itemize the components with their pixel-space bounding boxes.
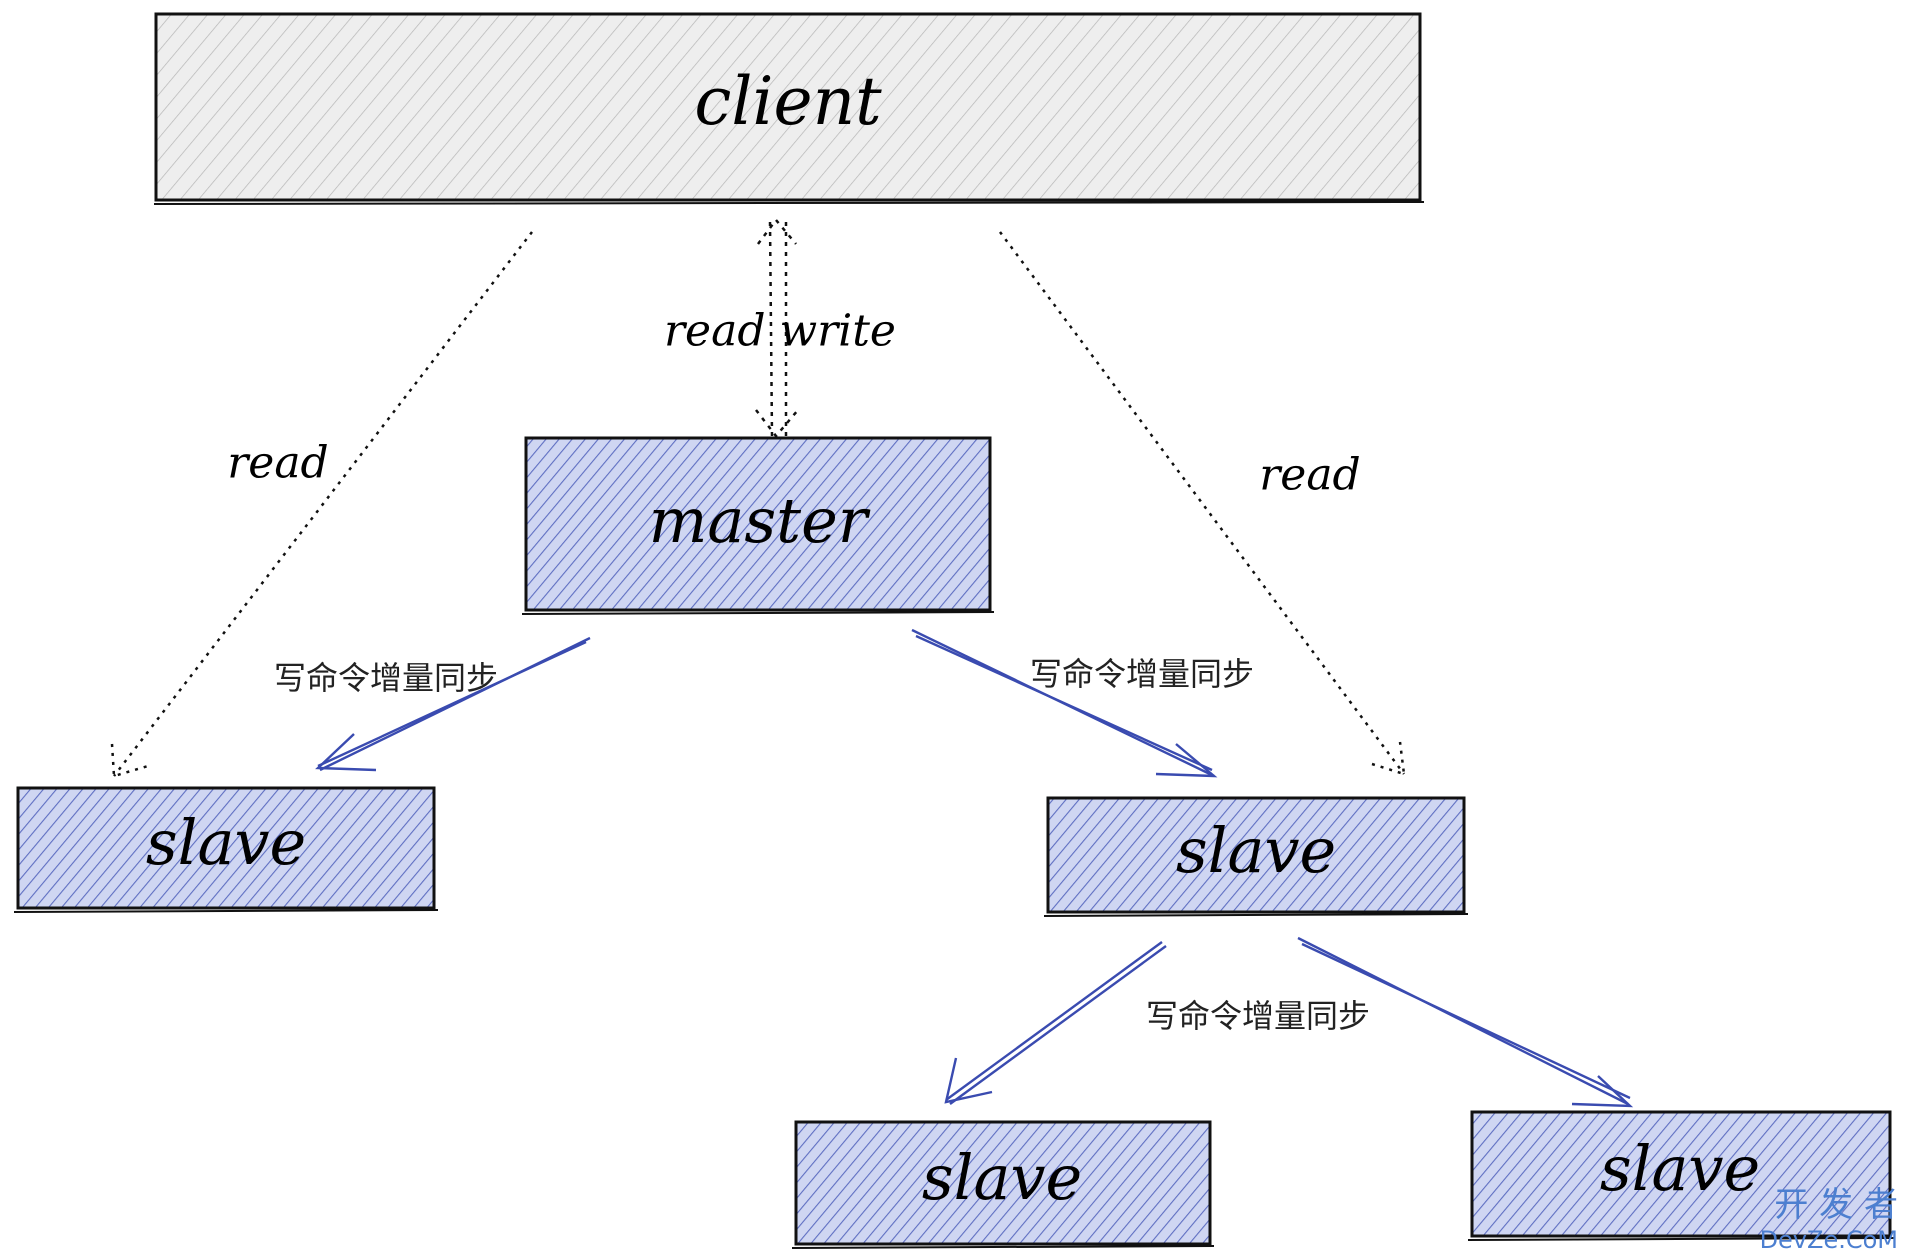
slave-right-label: slave: [1176, 814, 1336, 887]
watermark-line1: 开 发 者: [1774, 1185, 1898, 1225]
sync-slave-bottom-left-edge: [944, 941, 1167, 1105]
client-node: client: [153, 12, 1425, 205]
client-slave-left-edge: [110, 231, 533, 778]
client-master-edge: [755, 217, 799, 438]
read-write-label: read write: [664, 306, 896, 357]
sync-left-label: 写命令增量同步: [274, 659, 498, 697]
master-label: master: [649, 484, 871, 557]
sync-master-left-edge: [315, 636, 591, 772]
slave-right-node: slave: [1043, 796, 1469, 917]
slave-bottom-left-node: slave: [791, 1120, 1215, 1249]
client-label: client: [694, 63, 882, 140]
slave-bottom-right-node: slave: [1467, 1110, 1895, 1241]
slave-bottom-right-label: slave: [1600, 1132, 1760, 1205]
sync-master-right-edge: [911, 628, 1218, 778]
watermark-line2: DevZe.CoM: [1760, 1226, 1898, 1254]
sync-right-label: 写命令增量同步: [1030, 655, 1254, 693]
slave-left-node: slave: [13, 786, 439, 913]
watermark-logo: 开 发 者 DevZe.CoM: [1760, 1185, 1898, 1254]
client-slave-right-edge: [998, 231, 1406, 776]
read-left-label: read: [227, 438, 328, 489]
slave-bottom-left-label: slave: [922, 1141, 1082, 1214]
read-right-label: read: [1259, 450, 1360, 501]
slave-left-label: slave: [146, 806, 306, 879]
sync-children-label: 写命令增量同步: [1146, 997, 1370, 1035]
sync-slave-bottom-right-edge: [1297, 936, 1634, 1108]
master-node: master: [521, 436, 995, 615]
